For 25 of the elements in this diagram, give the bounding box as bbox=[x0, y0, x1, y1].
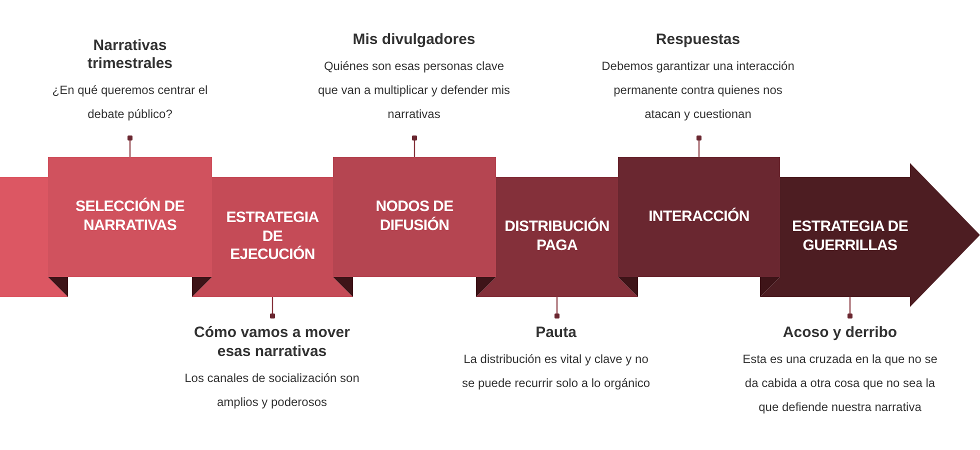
step-heading: Respuestas bbox=[656, 31, 740, 50]
leader-line bbox=[412, 136, 417, 157]
leader-line bbox=[128, 136, 132, 157]
step-heading: Cómo vamos a mover esas narrativas bbox=[193, 324, 351, 362]
step-description: Debemos garantizar una interacción permanente contra quienes nos atacan y cuestionan bbox=[600, 58, 796, 123]
step-description: La distribución es vital y clave y no se puede recurrir solo a lo orgánico bbox=[461, 350, 651, 392]
leader-line bbox=[848, 297, 852, 318]
step-heading: Mis divulgadores bbox=[352, 31, 476, 50]
leader-line bbox=[554, 297, 560, 318]
ribbon-panel: INTERACCIÓN bbox=[618, 157, 780, 277]
step-heading: Pauta bbox=[536, 324, 576, 343]
ribbon-tail bbox=[0, 177, 48, 297]
step-description: Quiénes son esas personas clave que van a multiplicar y defender mis narrativas bbox=[316, 58, 512, 123]
step-description: ¿En qué queremos centrar el debate público? bbox=[51, 82, 209, 123]
ribbon-panel: ESTRATEGIA DE EJECUCIÓN bbox=[212, 177, 333, 297]
step-description: Los canales de socialización son amplios y poderosos bbox=[184, 370, 360, 410]
step-heading: Narrativas trimestrales bbox=[86, 36, 174, 74]
step-heading: Acoso y derribo bbox=[782, 324, 898, 343]
ribbon-panel: NODOS DE DIFUSIÓN bbox=[333, 157, 496, 277]
ribbon-panel: DISTRIBUCIÓN PAGA bbox=[496, 177, 618, 297]
arrow-panel: ESTRATEGIA DE GUERRILLAS bbox=[780, 163, 980, 307]
ribbon-panel: SELECCIÓN DE NARRATIVAS bbox=[48, 157, 212, 277]
step-description: Esta es una cruzada en la que no se da cabida a otra cosa que no sea la que defiende nuestra narrativa bbox=[742, 350, 938, 416]
leader-line bbox=[270, 297, 275, 318]
leader-line bbox=[696, 136, 702, 157]
